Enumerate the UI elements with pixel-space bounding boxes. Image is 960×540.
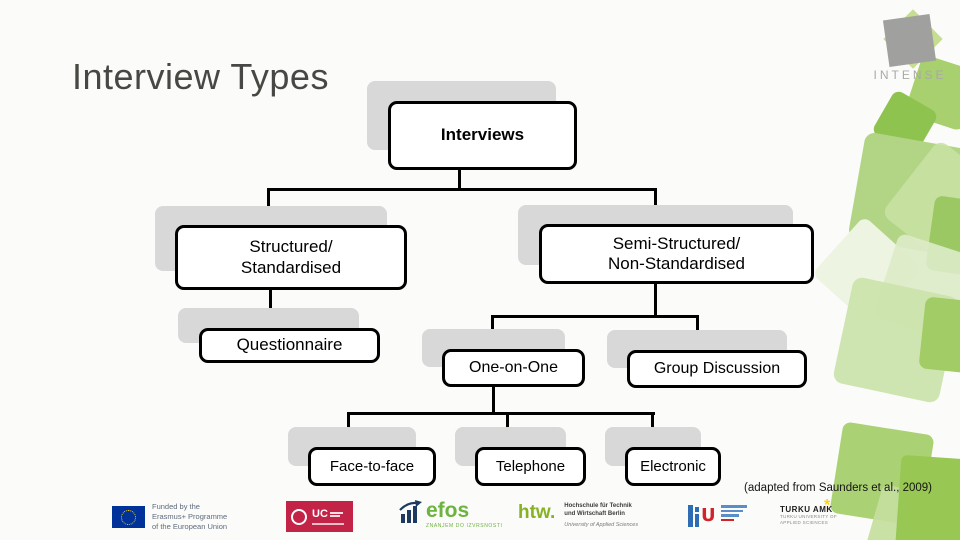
- connector-line: [654, 260, 657, 318]
- uc-subtext-bar: [312, 522, 344, 525]
- connector-line: [491, 315, 699, 318]
- node-structured-standardised: Structured/ Standardised: [175, 225, 407, 290]
- connector-line: [696, 315, 699, 341]
- connector-line: [267, 188, 657, 191]
- uc-seal-icon: [291, 508, 307, 525]
- green-shape: [894, 454, 960, 540]
- htw-wordmark: htw.: [518, 502, 556, 523]
- node-group-discussion: Group Discussion: [627, 350, 807, 388]
- node-electronic: Electronic: [625, 447, 721, 486]
- iu-text-lines: [720, 505, 747, 523]
- intense-wordmark: INTENSE: [873, 68, 947, 82]
- connector-line: [269, 270, 272, 332]
- eu-stars-icon: [121, 509, 136, 525]
- connector-line: [651, 412, 654, 434]
- uc-logo-text: UC: [312, 507, 344, 525]
- uc-text-lines: [328, 511, 343, 517]
- htw-berlin-logo: htw. Hochschule für Technik und Wirtscha…: [518, 503, 638, 528]
- page-title: Interview Types: [72, 56, 329, 97]
- eu-funding-line: Funded by the: [152, 502, 200, 511]
- turku-amk-logo: * TURKU AMK TURKU UNIVERSITY OF APPLIED …: [780, 497, 837, 527]
- eu-erasmus-logo: Funded by the Erasmus+ Programme of the …: [112, 502, 227, 531]
- efos-logo-text: efos ZNANJEM DO IZVRSNOSTI: [426, 500, 503, 529]
- eu-funding-text: Funded by the Erasmus+ Programme of the …: [152, 502, 227, 531]
- connector-line: [491, 315, 494, 337]
- iu-university-logo: U: [688, 503, 747, 527]
- efos-wordmark: efos: [426, 499, 470, 522]
- node-one-on-one: One-on-One: [442, 349, 585, 387]
- uc-coimbra-logo: UC: [286, 501, 353, 532]
- intense-square-icon: [882, 13, 937, 68]
- turku-tagline: APPLIED SCIENCES: [780, 520, 829, 526]
- intense-logo: INTENSE: [860, 4, 960, 86]
- connector-line: [458, 150, 461, 191]
- connector-line: [506, 412, 509, 434]
- eu-funding-line: of the European Union: [152, 521, 228, 531]
- efos-logo: efos ZNANJEM DO IZVRSNOSTI: [398, 500, 503, 529]
- iu-wordmark: U: [701, 505, 716, 526]
- connector-line: [347, 412, 655, 415]
- iu-bar-icon: [688, 505, 693, 527]
- turku-star-icon: *: [824, 497, 831, 514]
- htw-subline: University of Applied Sciences: [564, 521, 639, 528]
- efos-tagline: ZNANJEM DO IZVRSNOSTI: [426, 523, 503, 529]
- turku-tagline: TURKU UNIVERSITY OF: [780, 514, 837, 519]
- connector-line: [347, 412, 350, 434]
- node-interviews: Interviews: [388, 101, 577, 170]
- iu-bar-icon: [694, 505, 699, 527]
- connector-line: [492, 385, 495, 415]
- node-questionnaire: Questionnaire: [199, 328, 380, 363]
- uc-wordmark: UC: [312, 507, 328, 520]
- iu-mark-icon: U: [688, 503, 716, 527]
- node-semi-structured: Semi-Structured/ Non-Standardised: [539, 224, 814, 284]
- turku-wordmark: TURKU AMK: [780, 505, 833, 514]
- node-telephone: Telephone: [475, 447, 586, 486]
- source-caption: (adapted from Saunders et al., 2009): [744, 482, 932, 494]
- node-face-to-face: Face-to-face: [308, 447, 436, 486]
- htw-name-line: und Wirtschaft Berlin: [564, 510, 625, 517]
- htw-name-line: Hochschule für Technik: [564, 503, 632, 509]
- htw-logo-text: Hochschule für Technik und Wirtschaft Be…: [564, 503, 638, 528]
- eu-funding-line: Erasmus+ Programme: [152, 511, 228, 521]
- green-shape: [918, 296, 960, 376]
- eu-flag-icon: [112, 505, 145, 528]
- efos-chart-icon: [399, 500, 422, 523]
